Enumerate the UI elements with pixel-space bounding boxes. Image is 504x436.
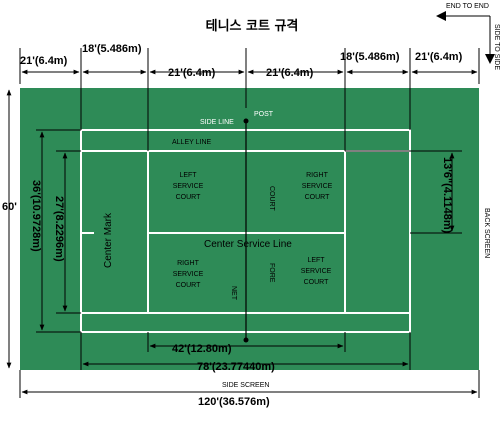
svg-text:SERVICE: SERVICE (173, 271, 204, 278)
svg-text:SERVICE: SERVICE (173, 183, 204, 190)
center-mark-label: Center Mark (103, 212, 114, 268)
dim-18-left: 18'(5.486m) (82, 43, 142, 55)
top-extension-lines (19, 48, 480, 151)
service-court-top-left: LEFT SERVICE COURT (173, 172, 204, 201)
dim-21-mid-left: 21'(6.4m) (168, 67, 216, 79)
end-to-end-label: END TO END (446, 3, 489, 10)
arrow-icon (485, 54, 495, 64)
dim-18-right: 18'(5.486m) (340, 51, 400, 63)
dim-36: 36'(10.9728m) (30, 180, 42, 252)
left-dimension-arrows (6, 89, 81, 369)
dim-21-mid-right: 21'(6.4m) (266, 67, 314, 79)
svg-text:COURT: COURT (176, 194, 201, 201)
court-label: COURT (268, 186, 275, 211)
bottom-dimension-arrows (19, 332, 480, 398)
dim-120: 120'(36.576m) (198, 396, 270, 408)
dim-13: 13'6"(4.1148m) (441, 157, 453, 234)
alley-line-label: ALLEY LINE (172, 139, 212, 146)
direction-legend: END TO END SIDE TO SIDE (436, 3, 500, 70)
back-screen-label: BACK SCREEN (483, 208, 490, 258)
arrow-icon (436, 11, 446, 21)
svg-text:SERVICE: SERVICE (302, 183, 333, 190)
side-screen-label: SIDE SCREEN (222, 382, 269, 389)
svg-text:SERVICE: SERVICE (301, 268, 332, 275)
dim-60: 60' (2, 201, 17, 213)
service-court-bottom-left: RIGHT SERVICE COURT (173, 260, 204, 289)
svg-text:LEFT: LEFT (307, 257, 325, 264)
dim-78: 78'(23.77440m) (197, 361, 275, 373)
center-service-line-label: Center Service Line (204, 239, 292, 250)
svg-text:RIGHT: RIGHT (177, 260, 200, 267)
dim-42: 42'(12.80m) (172, 343, 232, 355)
right-dimension-arrows (345, 150, 462, 234)
dim-27: 27'(8.2296m) (53, 196, 65, 262)
post-label: POST (254, 111, 274, 118)
svg-text:COURT: COURT (305, 194, 330, 201)
post-marker (243, 337, 249, 343)
svg-text:COURT: COURT (304, 279, 329, 286)
side-line-label: SIDE LINE (200, 119, 234, 126)
post-marker (243, 118, 249, 124)
page-title: 테니스 코트 규격 (206, 19, 299, 34)
net-label: NET (230, 286, 237, 301)
side-to-side-label: SIDE TO SIDE (493, 24, 500, 70)
court-field (20, 88, 479, 370)
dim-21-left: 21'(6.4m) (20, 55, 68, 67)
fore-label: FORE (268, 263, 275, 283)
svg-text:RIGHT: RIGHT (306, 172, 329, 179)
svg-text:COURT: COURT (176, 282, 201, 289)
svg-text:LEFT: LEFT (179, 172, 197, 179)
dim-21-right: 21'(6.4m) (415, 51, 463, 63)
service-court-top-right: RIGHT SERVICE COURT (302, 172, 333, 201)
service-court-bottom-right: LEFT SERVICE COURT (301, 257, 332, 286)
